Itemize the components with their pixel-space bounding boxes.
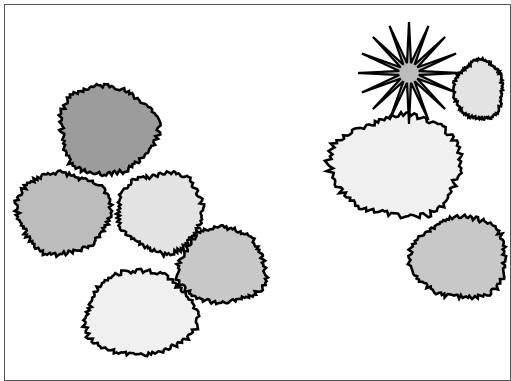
starburst	[358, 22, 460, 124]
